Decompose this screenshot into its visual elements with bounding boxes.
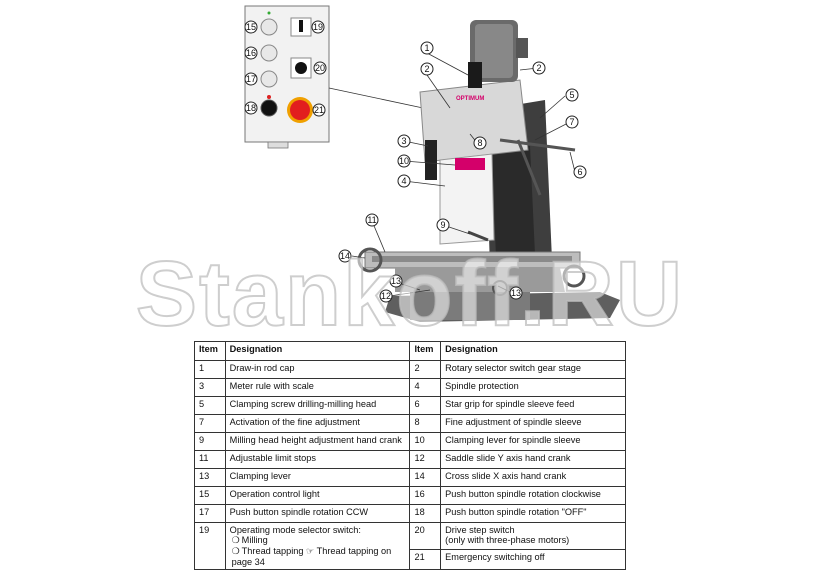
header-designation-2: Designation — [440, 341, 626, 361]
callout-7: 7 — [569, 117, 574, 127]
option-label: Milling — [241, 535, 268, 545]
callout-4: 4 — [401, 176, 406, 186]
brand-label: OPTIMUM — [456, 96, 484, 102]
callout-11: 11 — [367, 215, 376, 225]
table-row: 15 Operation control light 16 Push butto… — [194, 486, 626, 505]
item-number: 19 — [194, 522, 226, 570]
selector-switch-label: Operating mode selector switch: — [229, 525, 361, 535]
callout-14: 14 — [340, 251, 350, 261]
header-item-1: Item — [194, 341, 226, 361]
callout-20: 20 — [315, 63, 325, 73]
callout-21: 21 — [314, 105, 324, 115]
item-number: 13 — [194, 468, 226, 487]
item-number: 2 — [409, 360, 442, 379]
callout-2a: 2 — [424, 64, 429, 74]
item-designation: Operating mode selector switch: ❍Milling… — [224, 522, 411, 570]
table-row: 9 Milling head height adjustment hand cr… — [194, 432, 626, 451]
item-designation: Rotary selector switch gear stage — [440, 360, 626, 379]
callout-13b: 13 — [511, 288, 521, 298]
radio-bullet-icon: ❍ — [231, 546, 240, 556]
header-item-2: Item — [409, 341, 442, 361]
drive-step-note: (only with three-phase motors) — [445, 535, 570, 545]
item-designation: Spindle protection — [440, 378, 626, 397]
callout-18: 18 — [246, 103, 256, 113]
item-designation: Clamping lever — [224, 468, 411, 487]
machine-illustration: 15 16 17 18 19 20 21 O — [244, 5, 620, 322]
table-row: 11 Adjustable limit stops 12 Saddle slid… — [194, 450, 626, 469]
item-number: 9 — [194, 432, 226, 451]
header-designation-1: Designation — [224, 341, 411, 361]
option-thread-tapping: ❍Thread tapping ☞ Thread tapping on page… — [230, 546, 406, 567]
callout-16: 16 — [246, 48, 256, 58]
item-number: 5 — [194, 396, 226, 415]
item-number: 4 — [409, 378, 442, 397]
callout-3: 3 — [401, 136, 406, 146]
panel-callouts: 15 16 17 18 19 20 21 — [244, 20, 327, 117]
item-number: 18 — [409, 504, 442, 523]
item-designation: Drive step switch (only with three-phase… — [440, 521, 626, 551]
machine-callouts: 1 2 2 3 4 5 6 7 8 9 10 11 12 13 13 14 — [338, 41, 587, 303]
table-row: 3 Meter rule with scale 4 Spindle protec… — [194, 378, 626, 397]
callout-17: 17 — [246, 74, 256, 84]
callout-13a: 13 — [391, 276, 401, 286]
callout-2b: 2 — [536, 63, 541, 73]
callout-6: 6 — [577, 167, 582, 177]
item-number: 1 — [194, 360, 226, 379]
table-body: 1 Draw-in rod cap 2 Rotary selector swit… — [194, 360, 626, 570]
item-designation: Emergency switching off — [440, 549, 626, 570]
item-designation: Draw-in rod cap — [224, 360, 411, 379]
drive-step-label: Drive step switch — [445, 525, 515, 535]
callout-1: 1 — [424, 43, 429, 53]
item-designation: Push button spindle rotation clockwise — [440, 486, 626, 505]
item-number: 8 — [409, 414, 442, 433]
table-row: 5 Clamping screw drilling-milling head 6… — [194, 396, 626, 415]
item-designation: Push button spindle rotation CCW — [224, 504, 411, 523]
table-row: 17 Push button spindle rotation CCW 18 P… — [194, 504, 626, 523]
item-number: 10 — [409, 432, 442, 451]
callout-15: 15 — [246, 22, 256, 32]
item-number: 7 — [194, 414, 226, 433]
item-designation: Saddle slide Y axis hand crank — [440, 450, 626, 469]
callout-9: 9 — [440, 220, 445, 230]
milling-machine: OPTIMUM — [357, 20, 620, 322]
item-designation: Fine adjustment of spindle sleeve — [440, 414, 626, 433]
item-number: 12 — [409, 450, 442, 469]
table-row: 13 Clamping lever 14 Cross slide X axis … — [194, 468, 626, 487]
callout-10: 10 — [399, 156, 409, 166]
table-row: 7 Activation of the fine adjustment 8 Fi… — [194, 414, 626, 433]
item-designation: Clamping screw drilling-milling head — [224, 396, 411, 415]
items-table: Item Designation Item Designation 1 Draw… — [194, 341, 626, 570]
option-label: Thread tapping ☞ Thread tapping on page … — [231, 546, 392, 567]
item-designation: Meter rule with scale — [224, 378, 411, 397]
item-number: 15 — [194, 486, 226, 505]
item-designation: Operation control light — [224, 486, 411, 505]
item-number: 3 — [194, 378, 226, 397]
item-number: 16 — [409, 486, 442, 505]
item-designation: Cross slide X axis hand crank — [440, 468, 626, 487]
table-row: 1 Draw-in rod cap 2 Rotary selector swit… — [194, 360, 626, 379]
callout-12: 12 — [381, 291, 391, 301]
item-number: 6 — [409, 396, 442, 415]
radio-bullet-icon: ❍ — [231, 535, 240, 545]
callout-8: 8 — [477, 138, 482, 148]
item-designation: Push button spindle rotation "OFF" — [440, 504, 626, 523]
item-number: 11 — [194, 450, 226, 469]
item-designation: Milling head height adjustment hand cran… — [224, 432, 411, 451]
table-row: 19 Operating mode selector switch: ❍Mill… — [194, 521, 626, 570]
item-number: 17 — [194, 504, 226, 523]
item-designation: Activation of the fine adjustment — [224, 414, 411, 433]
item-number: 21 — [409, 549, 442, 570]
option-milling: ❍Milling — [230, 535, 406, 546]
table-row: 21 Emergency switching off — [195, 549, 626, 570]
table-header-row: Item Designation Item Designation — [194, 341, 626, 361]
item-designation: Adjustable limit stops — [224, 450, 411, 469]
item-designation: Clamping lever for spindle sleeve — [440, 432, 626, 451]
callout-5: 5 — [569, 90, 574, 100]
callout-19: 19 — [313, 22, 323, 32]
item-number: 14 — [409, 468, 442, 487]
item-number: 20 — [409, 521, 442, 551]
item-designation: Star grip for spindle sleeve feed — [440, 396, 626, 415]
control-panel — [244, 5, 424, 149]
